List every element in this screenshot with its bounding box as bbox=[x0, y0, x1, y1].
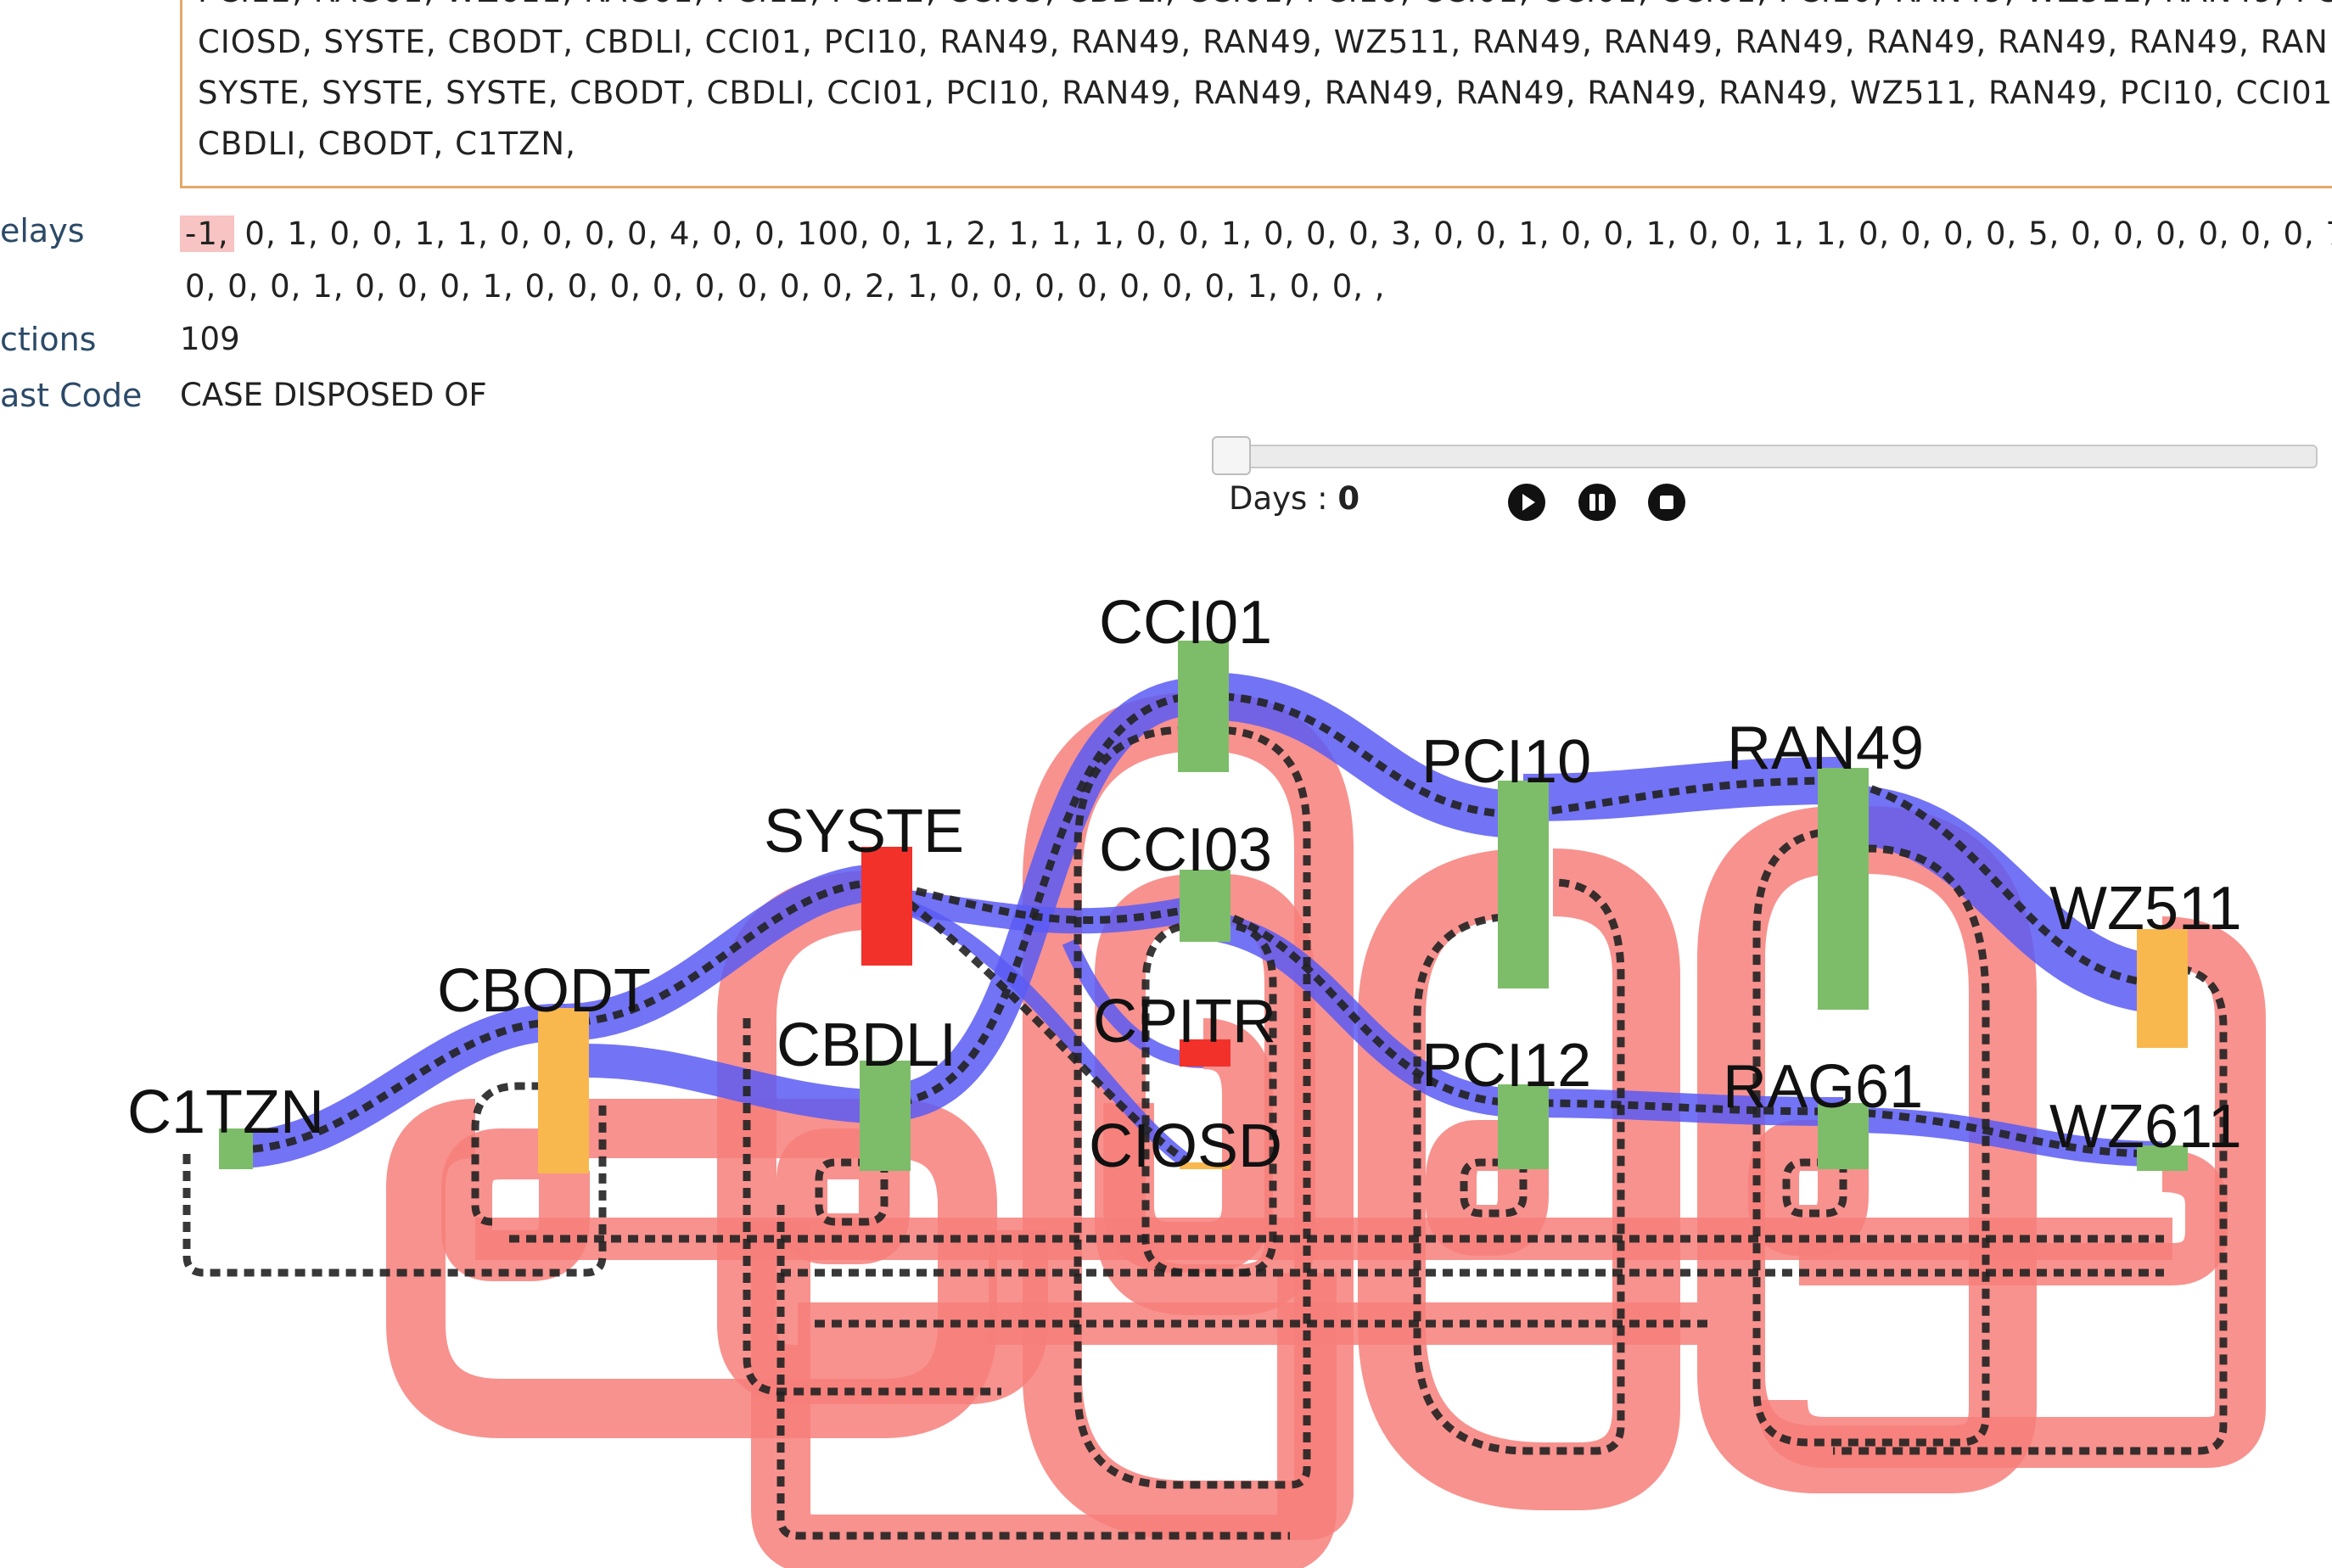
node-label-pci12: PCI12 bbox=[1421, 1032, 1591, 1100]
node-bar-cci03[interactable] bbox=[1180, 870, 1230, 942]
node-bar-pci10[interactable] bbox=[1498, 781, 1549, 988]
node-bar-ran49[interactable] bbox=[1818, 768, 1869, 1010]
node-bar-pci12[interactable] bbox=[1498, 1084, 1549, 1169]
node-label-cbdli: CBDLI bbox=[776, 1011, 956, 1079]
sequence-line: CIOSD, SYSTE, CBODT, CBDLI, CCI01, PCI10… bbox=[198, 24, 2329, 60]
node-bar-syste[interactable] bbox=[861, 847, 912, 966]
node-bar-wz611[interactable] bbox=[2137, 1145, 2188, 1171]
play-icon bbox=[1522, 494, 1535, 511]
trace-pci10-loop bbox=[1413, 878, 1625, 1455]
trace-c1tzn-box bbox=[182, 1103, 607, 1277]
days-slider-track[interactable] bbox=[1212, 445, 2318, 468]
node-label-rag61: RAG61 bbox=[1723, 1053, 1923, 1121]
node-label-cci03: CCI03 bbox=[1099, 816, 1272, 884]
trace-cross-bottom bbox=[776, 1205, 1290, 1540]
sequence-textbox[interactable]: PCI12, RAG61, WZ611, RAG61, PCI12, PCI12… bbox=[180, 0, 2332, 188]
node-label-wz511: WZ511 bbox=[2049, 875, 2242, 943]
node-bar-c1tzn[interactable] bbox=[219, 1128, 253, 1169]
trace-cbdli-small bbox=[815, 1128, 889, 1226]
loop-pci10-large bbox=[1358, 848, 1680, 1510]
loop-cross-bottom bbox=[751, 1222, 1337, 1568]
trace-cbodt-loop bbox=[471, 1082, 552, 1226]
actions-value: 109 bbox=[180, 321, 240, 357]
flow-syste-cci03 bbox=[881, 887, 1199, 934]
pause-icon bbox=[1589, 494, 1605, 511]
node-bar-cci01[interactable] bbox=[1178, 641, 1229, 772]
days-value: 0 bbox=[1337, 480, 1360, 517]
sequence-line: SYSTE, SYSTE, SYSTE, CBODT, CBDLI, CCI01… bbox=[198, 75, 2332, 111]
sequence-line: CBDLI, CBODT, C1TZN, bbox=[198, 126, 576, 162]
trace-pci12-small bbox=[1460, 1128, 1528, 1218]
node-label-wz611: WZ611 bbox=[2049, 1093, 2242, 1161]
node-label-cbodt: CBODT bbox=[437, 957, 651, 1025]
last-code-value: CASE DISPOSED OF bbox=[180, 377, 487, 413]
delays-label: elays bbox=[0, 212, 85, 249]
node-label-syste: SYSTE bbox=[764, 798, 964, 865]
sequence-line: PCI12, RAG61, WZ611, RAG61, PCI12, PCI12… bbox=[198, 0, 2332, 17]
node-bar-wz511[interactable] bbox=[2137, 929, 2188, 1048]
actions-label: ctions bbox=[0, 321, 97, 358]
days-slider-thumb[interactable] bbox=[1212, 436, 1251, 475]
loop-wz611 bbox=[1799, 1150, 2228, 1285]
node-bar-cbdli[interactable] bbox=[860, 1061, 911, 1171]
delays-first-value: -1, bbox=[180, 216, 234, 252]
trace-ran49-loop bbox=[1752, 827, 1990, 1447]
trace-cross-x bbox=[880, 879, 1191, 1166]
node-label-ran49: RAN49 bbox=[1727, 714, 1924, 782]
trace-rag61-small bbox=[1782, 1128, 1847, 1218]
node-bars bbox=[219, 641, 2188, 1173]
flow-cbodt-cbdli bbox=[585, 1044, 885, 1124]
delays-line-2: 0, 0, 0, 1, 0, 0, 0, 1, 0, 0, 0, 0, 0, 0… bbox=[185, 268, 1386, 305]
delays-line-rest: 0, 1, 0, 0, 1, 1, 0, 0, 0, 0, 4, 0, 0, 1… bbox=[233, 216, 2332, 252]
trace-cci01-loop bbox=[1074, 725, 1311, 1489]
node-bar-ciosd[interactable] bbox=[1180, 1162, 1230, 1169]
loop-wz511 bbox=[1757, 916, 2266, 1468]
flow-syste-ciosd bbox=[880, 892, 1193, 1169]
loop-cbodt-large bbox=[386, 1099, 997, 1438]
delays-values: -1, 0, 1, 0, 0, 1, 1, 0, 0, 0, 0, 4, 0, … bbox=[180, 208, 2332, 313]
delays-line: -1, 0, 1, 0, 0, 1, 1, 0, 0, 0, 0, 4, 0, … bbox=[180, 208, 2332, 260]
trace-cci03-loop bbox=[1141, 921, 1277, 1277]
flow-rag61-wz611 bbox=[1842, 1107, 2163, 1167]
node-label-cci01: CCI01 bbox=[1099, 589, 1272, 657]
stop-icon bbox=[1660, 496, 1673, 509]
node-label-ciosd: CIOSD bbox=[1089, 1112, 1282, 1180]
last-code-label: ast Code bbox=[0, 377, 143, 414]
node-bar-cbodt[interactable] bbox=[538, 1008, 589, 1173]
trace-loop-c1 bbox=[743, 1018, 1001, 1396]
process-flow-diagram: C1TZN CBODT SYSTE CBDLI CCI01 CCI03 CPIT… bbox=[127, 589, 2266, 1568]
node-label-c1tzn: C1TZN bbox=[127, 1078, 324, 1146]
days-label: Days : bbox=[1229, 480, 1338, 517]
node-bar-rag61[interactable] bbox=[1818, 1103, 1869, 1169]
node-labels: C1TZN CBODT SYSTE CBDLI CCI01 CCI03 CPIT… bbox=[127, 589, 2242, 1180]
node-label-pci10: PCI10 bbox=[1421, 728, 1591, 796]
node-label-cpitr: CPITR bbox=[1093, 988, 1276, 1056]
node-bar-cpitr[interactable] bbox=[1180, 1039, 1230, 1067]
days-readout: Days : 0 bbox=[1229, 480, 1359, 517]
pause-button[interactable] bbox=[1578, 484, 1616, 521]
play-button[interactable] bbox=[1508, 484, 1545, 521]
trace-upper bbox=[883, 692, 2163, 1107]
stop-button[interactable] bbox=[1648, 484, 1685, 521]
